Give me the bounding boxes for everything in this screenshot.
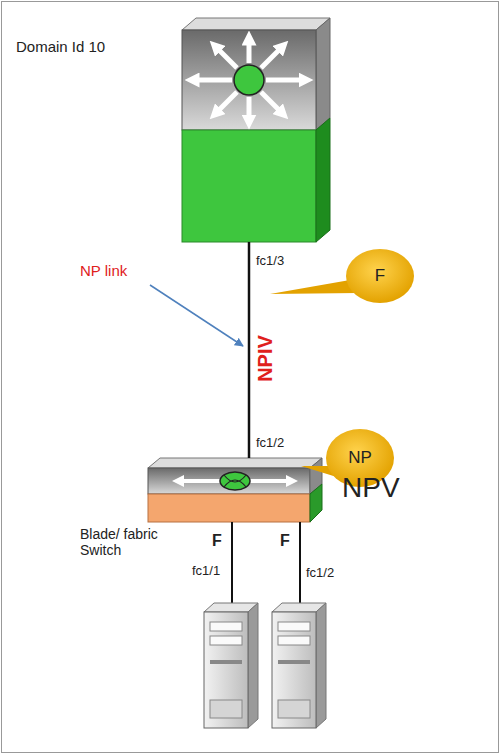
callout-tail (270, 280, 358, 294)
switch-green-side (316, 118, 330, 242)
callout-ellipse (346, 249, 414, 303)
port-type-label: F (212, 532, 222, 550)
switch-mode-label: NPV (342, 472, 422, 504)
pointer-arrow (150, 285, 243, 346)
director-switch-node: Domain Id 10 (182, 18, 330, 242)
switch-green-base (182, 130, 316, 242)
npv-switch-node: NPVBlade/ fabric Switch (148, 458, 322, 522)
port-type-text: NP (325, 448, 395, 468)
director-switch (182, 18, 330, 242)
switch-top-face (148, 458, 322, 468)
switch-icon-loops (224, 475, 246, 487)
server-tower (272, 603, 326, 728)
switch-front-face (182, 30, 316, 130)
switch-icon-hub (234, 65, 264, 95)
switch-top-face (182, 18, 330, 30)
server-wire (231, 522, 233, 603)
port-label: fc1/1 (192, 564, 220, 579)
switch-domain-label: Domain Id 10 (16, 38, 166, 55)
switch-icon-hub (220, 472, 250, 490)
switch-type-label: Blade/ fabric Switch (80, 526, 166, 558)
switch-green-side (310, 484, 322, 522)
np-link-line (248, 242, 251, 458)
port-type-callout: F (345, 248, 415, 304)
switch-front-face (148, 468, 310, 494)
link-protocol-label: NPIV (254, 335, 277, 382)
link-name-label: NP link (80, 262, 127, 279)
switch-side-face (316, 18, 330, 130)
port-type-text: F (345, 266, 415, 286)
port-label: fc1/2 (256, 436, 284, 451)
port-type-label: F (280, 532, 290, 550)
port-label: fc1/3 (256, 254, 284, 269)
port-label: fc1/2 (306, 566, 334, 581)
switch-orange-base (148, 494, 310, 522)
server-wire (299, 522, 301, 603)
npv-switch (148, 458, 322, 522)
server-tower (204, 603, 258, 728)
switch-arrows-icon (192, 38, 306, 122)
